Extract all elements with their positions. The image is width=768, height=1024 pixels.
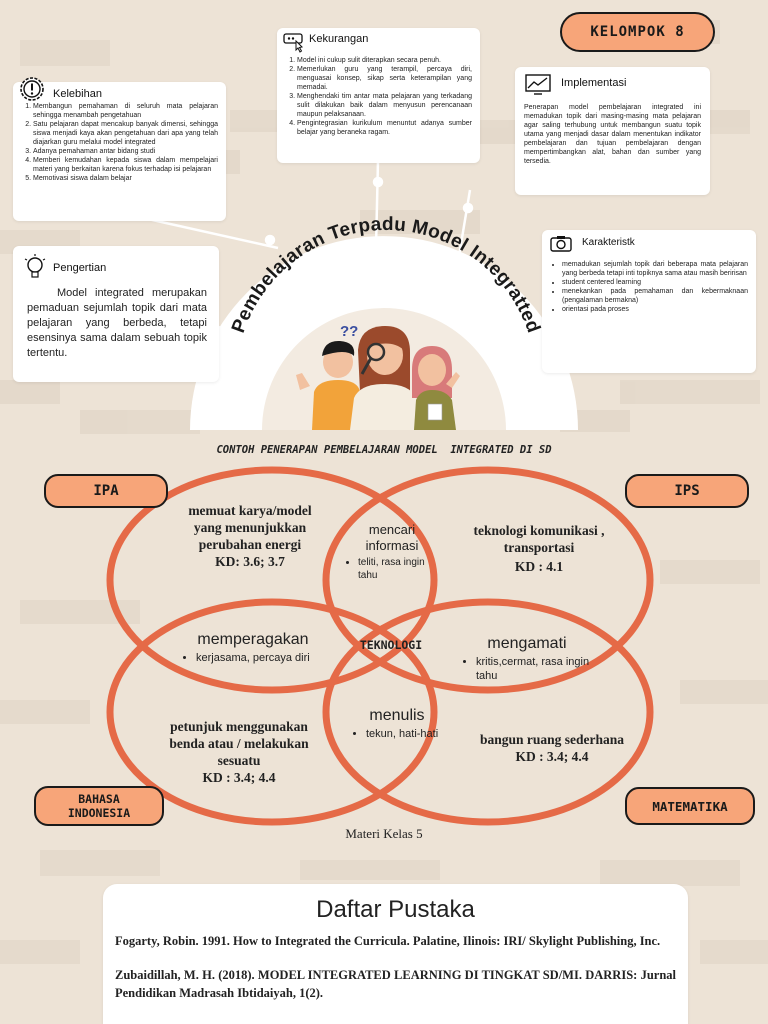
list-item: Memotivasi siswa dalam belajar	[33, 174, 218, 183]
list-item: teliti, rasa ingin tahu	[358, 556, 440, 582]
exclamation-gear-icon	[20, 77, 44, 101]
list-item: Model ini cukup sulit diterapkan secara …	[297, 56, 472, 65]
list-item: kritis,cermat, rasa ingin tahu	[476, 655, 592, 683]
pengertian-title: Pengertian	[53, 262, 107, 274]
list-item: student centered learning	[562, 278, 748, 287]
students-illustration	[296, 326, 460, 430]
reference-2: Zubaidillah, M. H. (2018). MODEL INTEGRA…	[115, 968, 676, 1000]
list-item: orientasi pada proses	[562, 305, 748, 314]
ipa-region-text: memuat karya/model yang menunjukkan peru…	[188, 503, 312, 569]
list-item: Adanya pemahaman antar bidang studi	[33, 147, 218, 156]
list-item: Menghendaki tim antar mata pelajaran yan…	[297, 92, 472, 119]
list-item: Memberi kemudahan kepada siswa dalam mem…	[33, 156, 218, 174]
ips-label: IPS	[625, 474, 749, 508]
list-item: Satu pelajaran dapat mencakup banyak dim…	[33, 120, 218, 147]
venn-caption: Materi Kelas 5	[345, 826, 423, 841]
karakteristik-list: memadukan sejumlah topik dari beberapa m…	[550, 260, 748, 314]
camera-icon	[550, 236, 572, 252]
right-overlap-text: mengamati kritis,cermat, rasa ingin tahu	[462, 635, 592, 683]
karakteristik-card: Karakteristk memadukan sejumlah topik da…	[542, 230, 756, 373]
left-overlap-text: memperagakan kerjasama, percaya diri	[178, 631, 328, 665]
title-arc-panel: Pembelajaran Terpadu Model Integratted ?…	[190, 214, 578, 430]
ips-region-text: teknologi komunikasi , transportasi KD :…	[473, 523, 605, 574]
kelebihan-title: Kelebihan	[53, 88, 102, 100]
venn-circle-ipa	[106, 466, 438, 694]
lightbulb-icon	[24, 254, 46, 278]
bottom-overlap-text: menulis tekun, hati-hati	[352, 707, 442, 741]
top-overlap-text: mencari informasi teliti, rasa ingin tah…	[344, 522, 440, 582]
list-item: Memerlukan guru yang terampil, percaya d…	[297, 65, 472, 92]
reference-1: Fogarty, Robin. 1991. How to Integrated …	[115, 934, 661, 948]
implementasi-text: Penerapan model pembelajaran integrated …	[524, 104, 701, 165]
matematika-region-text: bangun ruang sederhana KD : 3.4; 4.4	[479, 732, 625, 764]
center-label: TEKNOLOGI	[359, 638, 423, 652]
list-item: memadukan sejumlah topik dari beberapa m…	[562, 260, 748, 278]
venn-circle-ips	[322, 466, 654, 694]
kelebihan-card: Kelebihan Membangun pemahaman di seluruh…	[13, 77, 226, 221]
venn-circle-matematika	[322, 598, 654, 826]
venn-circle-bahasa	[106, 598, 438, 826]
daftar-pustaka-card: Daftar Pustaka Fogarty, Robin. 1991. How…	[103, 884, 688, 1024]
bahasa-region-text: petunjuk menggunakan benda atau / melaku…	[169, 719, 309, 785]
kekurangan-title: Kekurangan	[309, 33, 369, 45]
list-item: kerjasama, percaya diri	[196, 651, 328, 665]
list-item: Membangun pemahaman di seluruh mata pela…	[33, 102, 218, 120]
pengertian-text: Model integrated merupakan pemaduan seju…	[27, 287, 207, 359]
ipa-label: IPA	[44, 474, 168, 508]
list-item: menekankan pada pemahaman dan kebermakna…	[562, 287, 748, 305]
chart-monitor-icon	[525, 74, 551, 95]
list-item: Pengintegrasian kurikulum menuntut adany…	[297, 119, 472, 137]
kelebihan-list: Membangun pemahaman di seluruh mata pela…	[21, 102, 218, 183]
group-label: KELOMPOK 8	[560, 12, 715, 52]
question-marks: ??	[340, 323, 358, 340]
list-item: tekun, hati-hati	[366, 727, 442, 741]
kekurangan-card: Kekurangan Model ini cukup sulit diterap…	[277, 28, 480, 163]
pengertian-card: Pengertian Model integrated merupakan pe…	[13, 246, 219, 382]
implementasi-title: Implementasi	[561, 77, 627, 89]
touch-screen-icon	[283, 33, 304, 53]
daftar-pustaka-title: Daftar Pustaka	[316, 896, 475, 923]
karakteristik-title: Karakteristk	[582, 237, 635, 248]
kekurangan-list: Model ini cukup sulit diterapkan secara …	[285, 56, 472, 137]
implementasi-card: Implementasi Penerapan model pembelajara…	[515, 67, 710, 195]
bahasa-indonesia-label: BAHASA INDONESIA	[34, 786, 164, 826]
matematika-label: MATEMATIKA	[625, 787, 755, 825]
venn-heading: CONTOH PENERAPAN PEMBELAJARAN MODEL INTE…	[216, 444, 552, 456]
